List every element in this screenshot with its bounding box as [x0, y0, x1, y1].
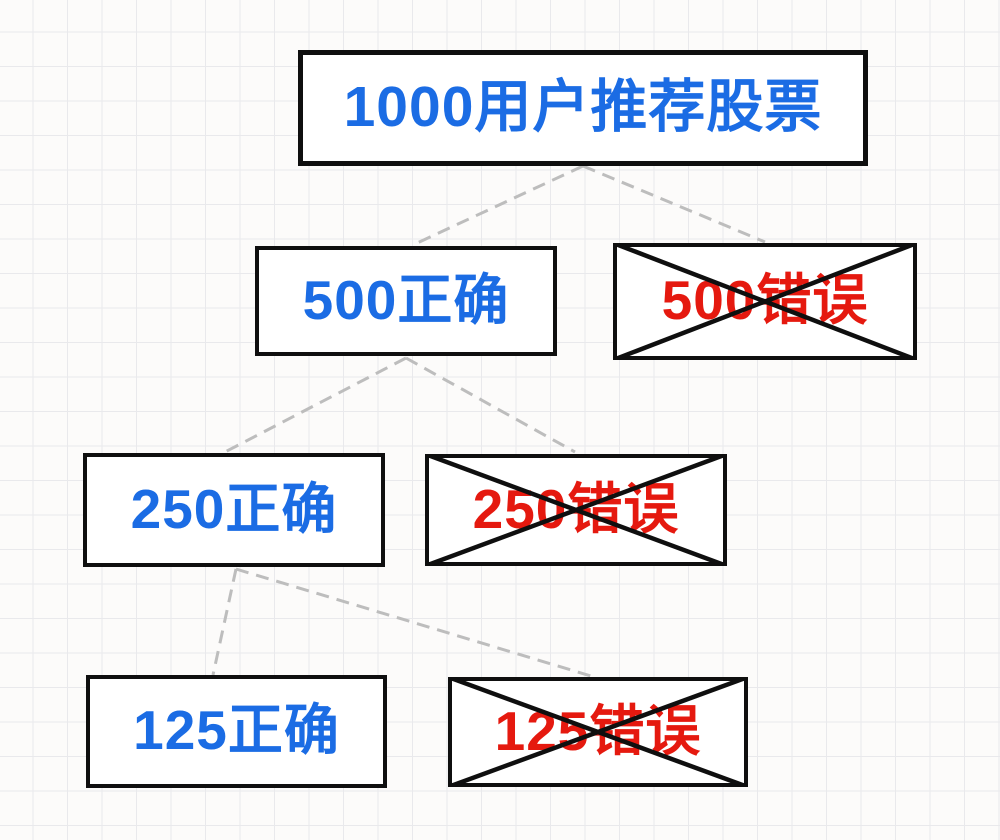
node-250-correct: 250正确	[83, 453, 385, 567]
node-125-wrong-label: 125错误	[494, 699, 702, 762]
connector-root-to-500-wrong	[582, 164, 766, 244]
node-500-wrong-label: 500错误	[661, 269, 869, 331]
node-500-wrong: 500错误	[613, 243, 917, 360]
node-125-correct-label: 125正确	[133, 699, 340, 761]
connector-250-to-125-correct	[211, 568, 238, 676]
connector-250-to-125-wrong	[235, 567, 592, 678]
node-1000-users: 1000用户推荐股票	[298, 50, 868, 166]
connector-root-to-500-correct	[414, 164, 584, 246]
connector-500-to-250-correct	[224, 356, 407, 454]
node-125-wrong: 125错误	[448, 677, 748, 787]
node-1000-users-label: 1000用户推荐股票	[343, 74, 823, 139]
node-125-correct: 125正确	[86, 675, 387, 788]
node-500-correct: 500正确	[255, 246, 557, 356]
node-500-correct-label: 500正确	[302, 268, 510, 331]
node-250-correct-label: 250正确	[130, 477, 338, 540]
connector-500-to-250-wrong	[405, 356, 576, 454]
node-250-wrong-label: 250错误	[472, 477, 680, 540]
node-250-wrong: 250错误	[425, 454, 727, 566]
